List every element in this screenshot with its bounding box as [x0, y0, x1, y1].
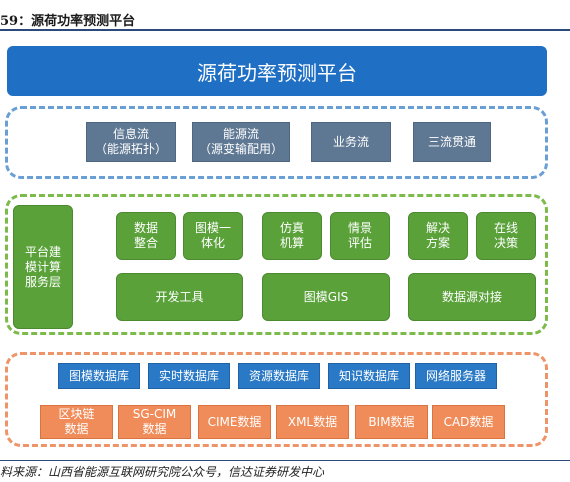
- format-sg-cim: SG-CIM 数据: [118, 405, 191, 439]
- flow-box-info: 信息流 （能源拓扑）: [86, 122, 176, 162]
- module-scenario-eval: 情景 评估: [330, 212, 390, 260]
- platform-service-layer: 平台建 模计算 服务层: [13, 205, 73, 329]
- caption-divider: [0, 29, 570, 31]
- network-server: 网络服务器: [415, 363, 497, 389]
- module-solution: 解决 方案: [408, 212, 468, 260]
- platform-layer-frame: [5, 194, 548, 335]
- module-dev-tools: 开发工具: [116, 273, 243, 321]
- db-graph-model: 图模数据库: [58, 363, 140, 389]
- module-data-integration: 数据 整合: [116, 212, 176, 260]
- flow-box-energy: 能源流 （源变输配用）: [192, 122, 290, 162]
- module-online-decision: 在线 决策: [476, 212, 536, 260]
- module-simulation: 仿真 机算: [262, 212, 322, 260]
- flow-box-integration: 三流贯通: [413, 122, 491, 162]
- source-divider: [0, 460, 570, 461]
- platform-title-banner: 源荷功率预测平台: [7, 46, 547, 96]
- db-resource: 资源数据库: [238, 363, 320, 389]
- db-realtime: 实时数据库: [148, 363, 230, 389]
- flow-box-business: 业务流: [311, 122, 391, 162]
- data-layer-frame: [5, 352, 548, 447]
- module-graph-model: 图模一 体化: [183, 212, 243, 260]
- module-datasource-connect: 数据源对接: [408, 273, 536, 321]
- format-xml: XML数据: [276, 405, 349, 439]
- format-cime: CIME数据: [198, 405, 271, 439]
- format-blockchain: 区块链 数据: [40, 405, 113, 439]
- flow-layer-frame: [5, 106, 548, 179]
- format-cad: CAD数据: [432, 405, 505, 439]
- figure-caption: 59：源荷功率预测平台: [0, 14, 136, 29]
- source-note: 料来源：山西省能源互联网研究院公众号，信达证券研发中心: [0, 465, 325, 479]
- db-knowledge: 知识数据库: [328, 363, 410, 389]
- format-bim: BIM数据: [355, 405, 428, 439]
- module-graph-gis: 图模GIS: [262, 273, 390, 321]
